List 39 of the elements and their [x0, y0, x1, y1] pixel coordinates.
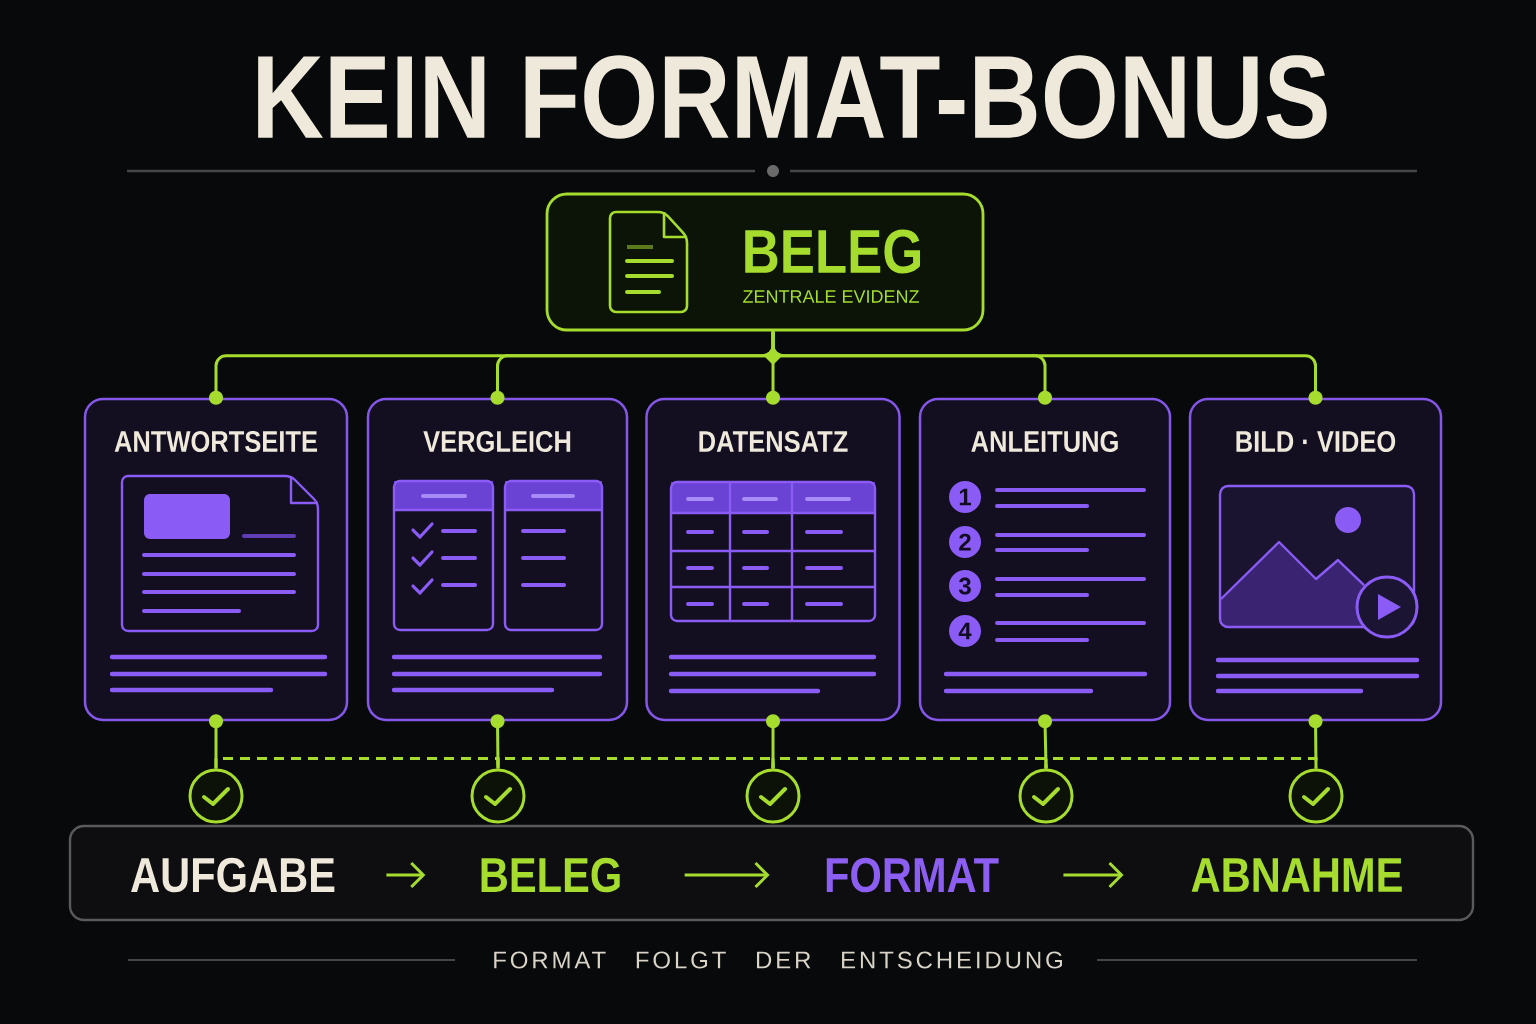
- check-icon: [1018, 768, 1074, 824]
- title: KEIN FORMAT-BONUS: [258, 55, 1327, 139]
- number-badge: 4: [949, 615, 981, 647]
- evidence-box: [545, 192, 985, 332]
- check-icon: [1288, 768, 1344, 824]
- arrow: [386, 861, 426, 889]
- card-title: VERGLEICH: [423, 430, 571, 453]
- check-icon: [188, 768, 244, 824]
- caption: FORMAT FOLGT DER ENTSCHEIDUNG: [494, 951, 1062, 969]
- connector-line: [771, 331, 1323, 405]
- step-label: FORMAT: [826, 857, 999, 893]
- card-title: BILD · VIDEO: [1236, 430, 1396, 453]
- card: [918, 397, 1172, 722]
- number-badge: 1: [949, 481, 981, 513]
- card-title: ANLEITUNG: [971, 430, 1118, 453]
- card: [366, 397, 629, 722]
- step-label: AUFGABE: [131, 857, 335, 893]
- arrow: [684, 861, 770, 889]
- dashed-line: [771, 757, 1048, 769]
- subheading: ZENTRALE EVIDENZ: [743, 290, 919, 303]
- card-title: DATENSATZ: [699, 430, 848, 453]
- dashed-line: [214, 757, 500, 769]
- connector-line: [1038, 714, 1052, 769]
- step-label: ABNAHME: [1191, 858, 1402, 892]
- card: [645, 397, 901, 722]
- connector-line: [490, 714, 505, 769]
- arrow: [1063, 861, 1124, 889]
- card: [83, 397, 349, 722]
- number-badge: 3: [949, 570, 981, 602]
- step-label: BELEG: [481, 857, 620, 893]
- check-icon: [470, 768, 526, 824]
- flow-bar: [68, 824, 1475, 922]
- connector-line: [1308, 714, 1323, 769]
- dashed-line: [1044, 757, 1318, 769]
- heading: BELEG: [745, 229, 921, 274]
- check-icon: [745, 768, 801, 824]
- number-badge: 2: [949, 526, 981, 558]
- card-title: ANTWORTSEITE: [114, 430, 318, 453]
- card: [1188, 397, 1443, 722]
